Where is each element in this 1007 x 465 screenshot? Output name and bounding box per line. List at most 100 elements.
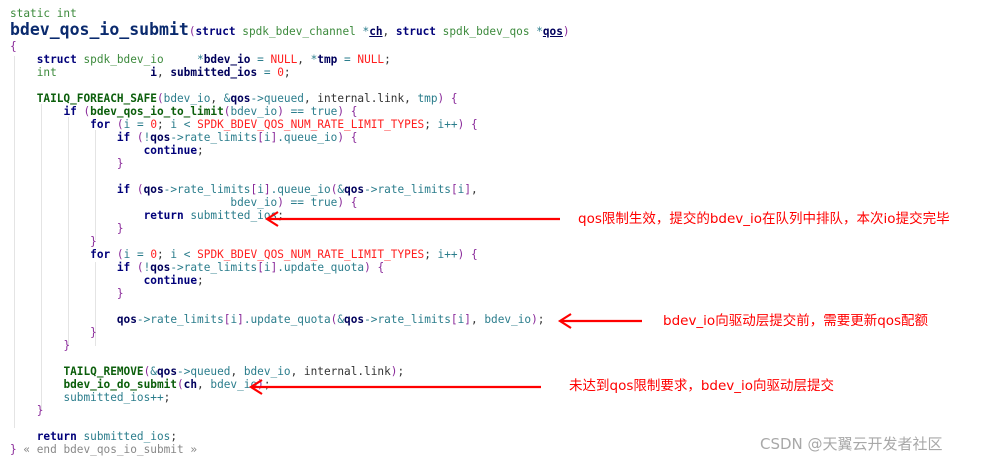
code-token: ) xyxy=(337,131,345,144)
code-token: « end bdev_qos_io_submit » xyxy=(16,443,198,456)
code-token: qos xyxy=(150,131,171,144)
code-token: if xyxy=(116,183,131,196)
indent-guide xyxy=(41,104,42,410)
code-token: ( xyxy=(330,313,338,326)
code-token: ; xyxy=(163,391,171,404)
code-line: qos->rate_limits[i].update_quota(&qos->r… xyxy=(10,313,570,326)
code-token: .update_quota xyxy=(243,313,331,326)
code-line: continue; xyxy=(10,274,570,287)
indent-guide xyxy=(95,130,96,240)
code-line: } « end bdev_qos_io_submit » xyxy=(10,443,570,456)
arrowhead xyxy=(557,313,572,329)
code-line: int i, submitted_ios = 0; xyxy=(10,66,570,79)
code-token: spdk_bdev_channel xyxy=(242,25,363,38)
code-token: qos xyxy=(230,92,251,105)
code-token: ) xyxy=(337,105,345,118)
code-token: , xyxy=(197,378,211,391)
code-token: SPDK_BDEV_QOS_NUM_RATE_LIMIT_TYPES xyxy=(197,248,425,261)
code-token: ; xyxy=(277,209,284,222)
indent-guide xyxy=(68,117,69,345)
code-line: if (!qos->rate_limits[i].update_quota) { xyxy=(10,261,570,274)
code-token: ( xyxy=(136,261,144,274)
code-token: bdev_io xyxy=(210,378,258,391)
code-token: & xyxy=(337,183,345,196)
code-token: true xyxy=(310,105,338,118)
code-token: rate_limits xyxy=(150,313,224,326)
code-line: TAILQ_REMOVE(&qos->queued, bdev_io, inte… xyxy=(10,365,570,378)
code-token: rate_limits xyxy=(183,261,258,274)
code-token: struct xyxy=(195,25,243,38)
arrowhead xyxy=(264,211,279,227)
watermark: CSDN @天翼云开发者社区 xyxy=(760,435,943,453)
code-token: & xyxy=(337,313,345,326)
code-token: ( xyxy=(176,378,184,391)
annotation-update-quota: bdev_io向驱动层提交前，需要更新qos配额 xyxy=(663,313,929,329)
code-token: struct xyxy=(36,53,77,66)
code-token: if xyxy=(116,131,131,144)
code-token: qos xyxy=(344,313,365,326)
code-token: { xyxy=(470,118,478,131)
code-token: ( xyxy=(156,92,164,105)
code-token: int xyxy=(36,66,151,79)
code-token: SPDK_BDEV_QOS_NUM_RATE_LIMIT_TYPES xyxy=(197,118,425,131)
code-token: ) xyxy=(337,196,344,209)
code-line: } xyxy=(10,235,570,248)
code-token: qos xyxy=(344,183,365,196)
code-token: { xyxy=(450,92,458,105)
code-token: spdk_bdev_io xyxy=(76,53,198,66)
code-line: for (i = 0; i < SPDK_BDEV_QOS_NUM_RATE_L… xyxy=(10,248,570,261)
code-token: continue xyxy=(143,274,198,287)
code-token: rate_limits xyxy=(183,131,258,144)
code-token: * xyxy=(536,25,543,38)
code-line: } xyxy=(10,222,570,235)
code-token: i xyxy=(170,248,178,261)
code-token: & xyxy=(150,365,157,378)
code-token: [ xyxy=(450,313,458,326)
annotation-qos-limited: qos限制生效，提交的bdev_io在队列中排队，本次io提交完毕 xyxy=(578,211,950,227)
code-token: ) xyxy=(457,248,465,261)
code-token: ] xyxy=(464,183,472,196)
code-token: static int xyxy=(10,7,77,20)
code-line: TAILQ_FOREACH_SAFE(bdev_io, &qos->queued… xyxy=(10,92,570,105)
code-token: rate_limits xyxy=(177,183,251,196)
code-token: ! xyxy=(143,131,151,144)
code-token: bdev_io xyxy=(243,365,291,378)
code-line: static int xyxy=(10,7,570,20)
code-line: if (bdev_qos_io_to_limit(bdev_io) == tru… xyxy=(10,105,570,118)
code-token: == xyxy=(283,105,311,118)
code-line: continue; xyxy=(10,144,570,157)
code-token: ; xyxy=(537,313,545,326)
code-token: submitted_ios xyxy=(83,430,171,443)
code-token: { xyxy=(470,248,478,261)
code-token: ( xyxy=(136,183,144,196)
code-token: ; xyxy=(157,118,171,131)
arrowhead xyxy=(248,379,263,395)
code-token: -> xyxy=(177,365,191,378)
code-token: { xyxy=(377,261,385,274)
code-token: ) xyxy=(437,92,445,105)
code-token: [ xyxy=(450,183,458,196)
code-token: queued xyxy=(263,92,304,105)
code-token: TAILQ_REMOVE xyxy=(63,365,144,378)
code-token: 0 xyxy=(150,248,157,261)
code-token: [ xyxy=(257,261,264,274)
code-token: struct xyxy=(395,25,443,38)
code-token: bdev_io xyxy=(230,196,278,209)
code-token: .queue_io xyxy=(277,131,338,144)
code-line: } xyxy=(10,157,570,170)
code-token: for xyxy=(90,118,111,131)
code-token: i xyxy=(257,183,264,196)
code-token: i xyxy=(263,131,271,144)
code-token: -> xyxy=(364,313,378,326)
code-token: , xyxy=(156,66,171,79)
code-token: bdev_io_do_submit xyxy=(63,378,177,391)
code-token: ( xyxy=(116,248,124,261)
code-token: , xyxy=(210,92,224,105)
indent-guide xyxy=(95,262,96,346)
code-token: ; xyxy=(384,53,391,66)
code-token: ] xyxy=(263,183,271,196)
code-line: } xyxy=(10,404,570,417)
code-line: return submitted_ios; xyxy=(10,209,570,222)
code-token: NULL xyxy=(270,53,298,66)
code-token: 0 xyxy=(277,66,284,79)
